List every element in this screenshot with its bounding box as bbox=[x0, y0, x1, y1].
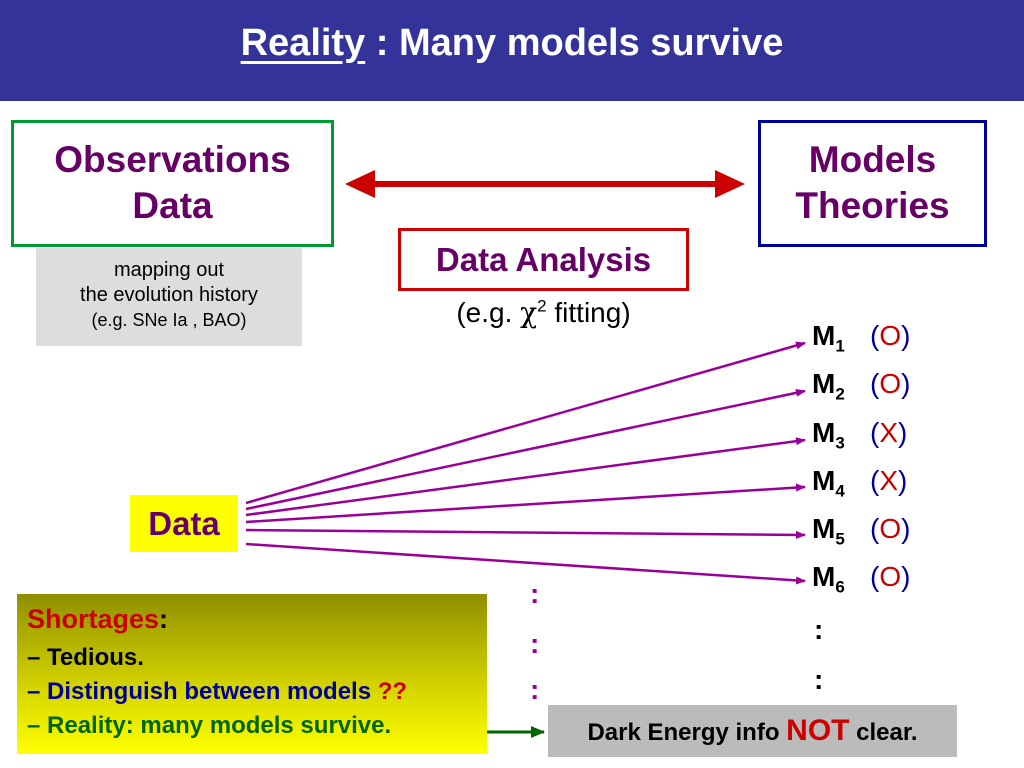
fan-line-6 bbox=[245, 542, 806, 585]
fan-line-1 bbox=[245, 341, 806, 505]
model-row-5: M5 (O) bbox=[812, 513, 910, 553]
model-name: M1 bbox=[812, 320, 845, 356]
fan-line-3 bbox=[245, 437, 806, 517]
model-verdict: (X) bbox=[870, 465, 908, 496]
model-verdict: (O) bbox=[870, 513, 911, 544]
model-row-1: M1 (O) bbox=[812, 320, 910, 360]
model-verdict: (O) bbox=[870, 320, 911, 351]
model-ellipsis-1: : bbox=[814, 614, 824, 645]
mapping-line1: mapping out bbox=[113, 259, 225, 281]
chi-symbol: χ bbox=[520, 296, 538, 329]
fan-line-4 bbox=[245, 483, 806, 524]
model-name: M3 bbox=[812, 417, 845, 453]
dark-energy-conclusion: Dark Energy info NOT clear. bbox=[548, 705, 957, 757]
model-row-3: M3 (X) bbox=[812, 417, 907, 457]
model-name: M6 bbox=[812, 561, 845, 597]
model-ellipsis-2: : bbox=[814, 664, 824, 695]
title-bar bbox=[0, 0, 1024, 101]
slide-title: Reality : Many models survive bbox=[0, 22, 1024, 65]
chi-exponent: 2 bbox=[537, 296, 547, 316]
arrow-ellipsis-3: : bbox=[530, 674, 540, 705]
arrow-ellipsis-2: : bbox=[530, 628, 540, 659]
mapping-line3: (e.g. SNe Ia , BAO) bbox=[91, 310, 247, 330]
mapping-note: mapping out the evolution history (e.g. … bbox=[36, 248, 302, 346]
data-source-label: Data bbox=[130, 495, 238, 552]
shortages-box: Shortages: – Tedious. – Distinguish betw… bbox=[17, 594, 487, 754]
models-line1: Models bbox=[808, 139, 937, 180]
model-row-2: M2 (O) bbox=[812, 368, 910, 408]
shortage-item-3: – Reality: many models survive. bbox=[27, 712, 392, 739]
arrow-ellipsis-1: : bbox=[530, 578, 540, 609]
shortage-item-1: – Tedious. bbox=[27, 644, 144, 671]
eg-suffix: fitting) bbox=[546, 297, 631, 328]
model-name: M5 bbox=[812, 513, 845, 549]
model-verdict: (X) bbox=[870, 417, 908, 448]
fan-line-2 bbox=[245, 388, 806, 511]
data-analysis-box: Data Analysis bbox=[398, 228, 689, 291]
fan-line-5 bbox=[245, 528, 806, 539]
model-name: M2 bbox=[812, 368, 845, 404]
data-analysis-label: Data Analysis bbox=[435, 241, 652, 278]
fitting-example: (e.g. χ2 fitting) bbox=[398, 296, 689, 329]
model-row-6: M6 (O) bbox=[812, 561, 910, 601]
observations-line2: Data bbox=[132, 185, 213, 226]
shortages-title: Shortages: bbox=[27, 604, 169, 634]
models-box: Models Theories bbox=[758, 120, 987, 247]
title-rest: : Many models survive bbox=[365, 22, 784, 64]
eg-prefix: (e.g. bbox=[456, 297, 521, 328]
observations-box: Observations Data bbox=[11, 120, 334, 247]
title-underlined: Reality bbox=[240, 22, 366, 64]
model-row-4: M4 (X) bbox=[812, 465, 907, 505]
observations-line1: Observations bbox=[54, 139, 291, 180]
model-verdict: (O) bbox=[870, 368, 911, 399]
models-line2: Theories bbox=[795, 185, 950, 226]
shortage-item-2: – Distinguish between models ?? bbox=[27, 678, 408, 705]
model-name: M4 bbox=[812, 465, 845, 501]
mapping-line2: the evolution history bbox=[80, 284, 258, 306]
model-verdict: (O) bbox=[870, 561, 911, 592]
double-arrow bbox=[345, 170, 745, 198]
